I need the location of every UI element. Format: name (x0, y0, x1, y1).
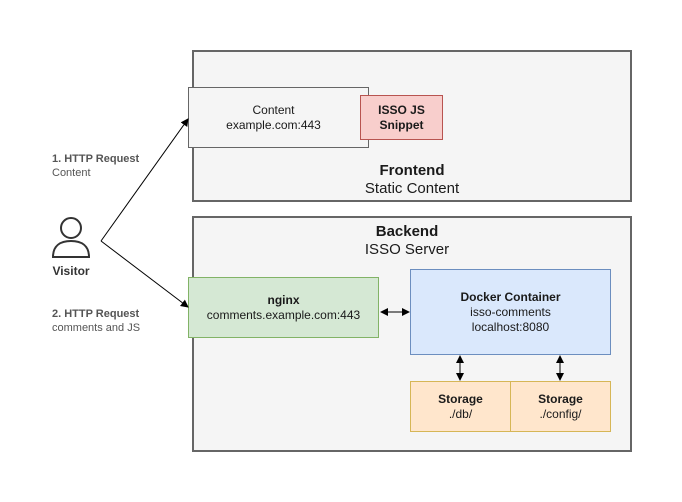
arrow-visitor-to-nginx (100, 240, 189, 308)
request1-title: 1. HTTP Request (52, 153, 140, 165)
storage-db-path: ./db/ (448, 406, 473, 421)
frontend-title: Frontend Static Content (192, 162, 632, 198)
arrow-visitor-to-content (100, 118, 189, 242)
backend-title: Backend ISSO Server (192, 223, 632, 259)
visitor-label: Visitor (52, 264, 90, 278)
content-box-label: Content (252, 102, 295, 117)
frontend-title-text: Frontend (379, 162, 445, 179)
request2-detail: comments and JS (52, 322, 141, 334)
isso-snippet-box[interactable]: ISSO JS Snippet (360, 95, 443, 140)
storage-config-path: ./config/ (539, 406, 582, 421)
docker-container-box[interactable]: Docker Container isso-comments localhost… (410, 269, 611, 355)
content-box-host: example.com:443 (226, 117, 321, 132)
nginx-title: nginx (267, 292, 300, 307)
backend-title-text: Backend (375, 223, 439, 240)
storage-config-box[interactable]: Storage ./config/ (510, 381, 611, 432)
nginx-host: comments.example.com:443 (206, 307, 361, 322)
isso-snippet-line2: Snippet (379, 117, 424, 132)
backend-subtitle: ISSO Server (364, 241, 450, 258)
storage-config-title: Storage (538, 391, 583, 406)
docker-host: localhost:8080 (471, 319, 550, 334)
frontend-subtitle: Static Content (364, 180, 460, 197)
request1-detail: Content (52, 167, 91, 179)
user-icon (51, 217, 91, 258)
request2-label: 2. HTTP Request comments and JS (52, 307, 140, 335)
docker-title: Docker Container (460, 289, 561, 304)
storage-db-title: Storage (438, 391, 483, 406)
request1-label: 1. HTTP Request Content (52, 152, 139, 180)
nginx-box[interactable]: nginx comments.example.com:443 (188, 277, 379, 338)
docker-name: isso-comments (470, 304, 551, 319)
request2-title: 2. HTTP Request (52, 308, 140, 320)
isso-snippet-line1: ISSO JS (378, 102, 425, 117)
storage-db-box[interactable]: Storage ./db/ (410, 381, 511, 432)
